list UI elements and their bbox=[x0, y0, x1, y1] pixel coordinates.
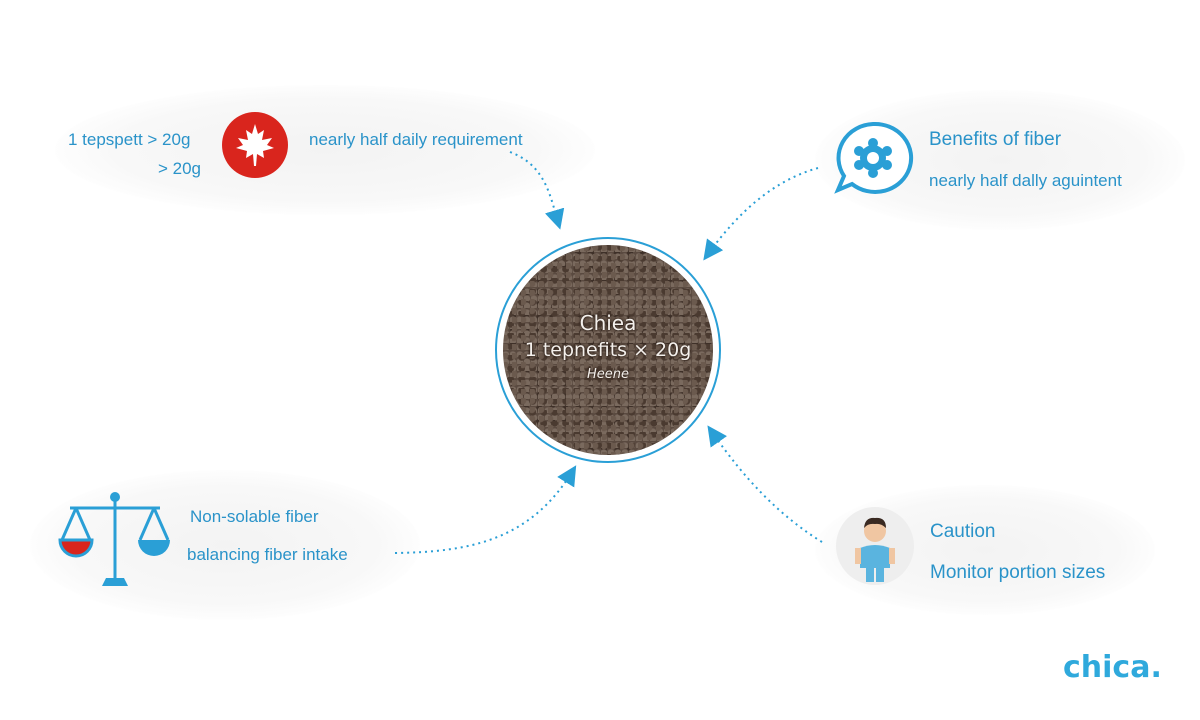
bottom-left-subtitle: balancing fiber intake bbox=[187, 545, 348, 564]
brand-logo: chica. bbox=[1063, 650, 1162, 685]
top-right-title: Benefits of fiber bbox=[929, 129, 1062, 150]
bottom-right-title: Caution bbox=[930, 521, 996, 542]
arrow-bottom-right bbox=[707, 425, 823, 543]
arrow-top-right bbox=[703, 167, 819, 261]
top-left-line2: > 20g bbox=[158, 159, 202, 178]
arrow-top-left bbox=[509, 151, 565, 230]
top-left-line1: 1 tepspett > 20g bbox=[68, 130, 191, 149]
top-right-subtitle: nearly half dally aguintent bbox=[929, 171, 1122, 190]
top-left-background bbox=[55, 85, 595, 215]
person-icon bbox=[835, 506, 915, 586]
chat-bubble-icon bbox=[832, 120, 914, 195]
bottom-right-subtitle: Monitor portion sizes bbox=[930, 562, 1106, 583]
center-title: Chiea bbox=[579, 311, 637, 335]
bottom-left-background bbox=[30, 470, 420, 620]
maple-leaf-icon bbox=[220, 110, 290, 180]
bottom-left-title: Non-solable fiber bbox=[190, 507, 319, 526]
chia-seeds-image bbox=[503, 245, 713, 455]
balance-scale-icon bbox=[48, 488, 183, 593]
center-line3: Heene bbox=[586, 367, 629, 382]
center-line2: 1 tepnefits × 20g bbox=[524, 339, 692, 361]
top-left-caption: nearly half daily requirement bbox=[309, 130, 523, 149]
chia-seed-circle: Chiea 1 tepnefits × 20g Heene bbox=[495, 237, 721, 463]
arrow-bottom-left bbox=[394, 465, 577, 554]
